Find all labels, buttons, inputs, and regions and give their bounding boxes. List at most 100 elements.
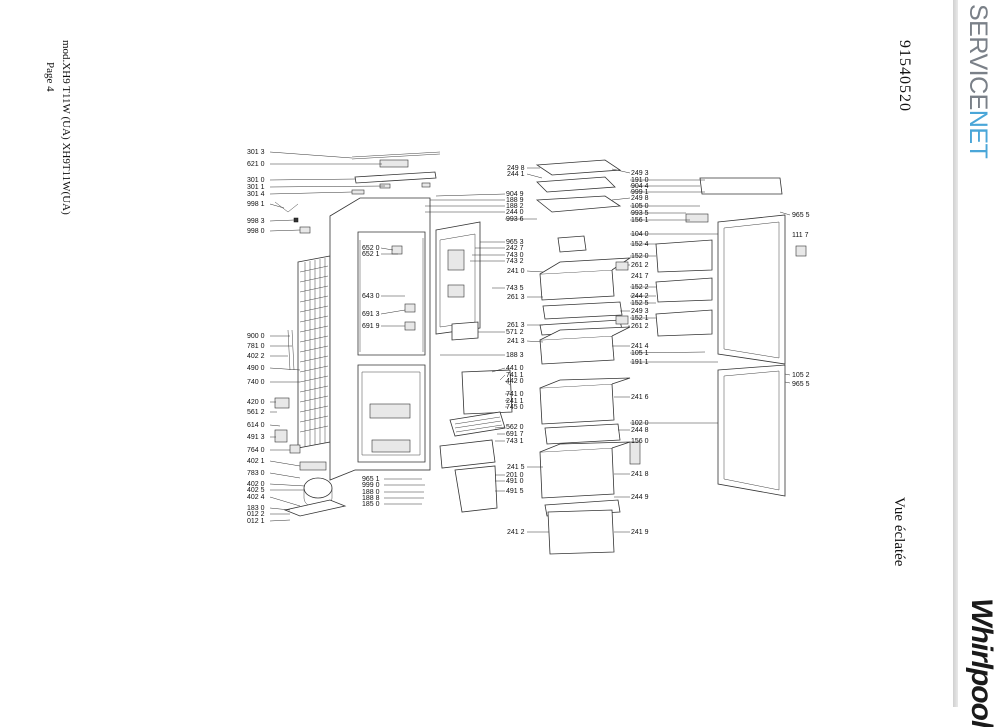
callout-label: 691 9 [362, 323, 380, 330]
callout-label: 152 1 [631, 315, 649, 322]
callout-label: 740 0 [247, 379, 265, 386]
callout-label: 241 1 [506, 398, 524, 405]
callout-label: 301 3 [247, 149, 265, 156]
callout-label: 261 3 [507, 294, 525, 301]
callout-label: 261 2 [631, 323, 649, 330]
callout-label: 741 1 [506, 372, 524, 379]
callout-label: 998 0 [247, 228, 265, 235]
drawing [274, 151, 807, 555]
callout-label: 764 0 [247, 447, 265, 454]
condenser [297, 255, 331, 449]
glass-shelves [535, 159, 632, 365]
callout-label: 191 1 [631, 359, 649, 366]
callout-label: 998 3 [247, 218, 265, 225]
callout-label: 188 3 [506, 352, 524, 359]
callout-label: 442 0 [506, 378, 524, 385]
callout-label: 965 1 [362, 476, 380, 483]
callout-label: 402 5 [247, 487, 265, 494]
callout-label: 241 0 [507, 268, 525, 275]
callout-label: 241 7 [631, 273, 649, 280]
callout-label: 261 3 [507, 322, 525, 329]
callout-label: 993 6 [506, 216, 524, 223]
callout-label: 102 0 [631, 420, 649, 427]
freezer-drawers [539, 377, 631, 555]
callout-label: 105 1 [631, 350, 649, 357]
callout-label: 241 5 [507, 464, 525, 471]
callout-label: 402 2 [247, 353, 265, 360]
callout-label: 691 7 [506, 431, 524, 438]
page-edge-rule [953, 0, 958, 707]
callout-label: 402 0 [247, 481, 265, 488]
callout-label: 156 0 [631, 438, 649, 445]
air-duct-panel [435, 221, 481, 341]
callout-label: 105 0 [631, 203, 649, 210]
callout-label: 420 0 [247, 399, 265, 406]
callout-label: 441 0 [506, 365, 524, 372]
callout-label: 993 5 [631, 210, 649, 217]
callout-label: 301 4 [247, 191, 265, 198]
callout-labels: 301 3 621 0 301 0 301 1 301 4 998 1 998 … [247, 149, 810, 536]
callout-label: 965 5 [792, 212, 810, 219]
callout-label: 904 9 [506, 191, 524, 198]
callout-label: 965 5 [792, 381, 810, 388]
callout-label: 691 3 [362, 311, 380, 318]
evaporator [439, 369, 513, 513]
callout-label: 741 0 [506, 391, 524, 398]
callout-label: 249 3 [631, 308, 649, 315]
callout-label: 244 0 [506, 209, 524, 216]
callout-label: 244 8 [631, 427, 649, 434]
callout-label: 781 0 [247, 343, 265, 350]
callout-label: 241 3 [507, 338, 525, 345]
callout-label: 301 1 [247, 184, 265, 191]
callout-label: 188 0 [362, 489, 380, 496]
callout-label: 152 0 [631, 253, 649, 260]
callout-label: 301 0 [247, 177, 265, 184]
callout-label: 652 0 [362, 245, 380, 252]
callout-label: 241 2 [507, 529, 525, 536]
callout-label: 652 1 [362, 251, 380, 258]
callout-label: 743 2 [506, 258, 524, 265]
callout-label: 156 1 [631, 217, 649, 224]
doors [615, 177, 807, 497]
callout-label: 188 8 [362, 495, 380, 502]
callout-label: 105 2 [792, 372, 810, 379]
callout-label: 491 3 [247, 434, 265, 441]
leader-lines [269, 151, 791, 533]
callout-label: 249 3 [631, 170, 649, 177]
callout-label: 244 2 [631, 293, 649, 300]
callout-label: 152 5 [631, 300, 649, 307]
callout-label: 242 7 [506, 245, 524, 252]
callout-label: 201 0 [506, 472, 524, 479]
callout-label: 745 0 [506, 404, 524, 411]
callout-label: 244 9 [631, 494, 649, 501]
callout-label: 012 2 [247, 511, 265, 518]
callout-label: 965 3 [506, 239, 524, 246]
callout-label: 643 0 [362, 293, 380, 300]
callout-label: 183 0 [247, 505, 265, 512]
callout-label: 402 1 [247, 458, 265, 465]
callout-label: 261 2 [631, 262, 649, 269]
callout-label: 621 0 [247, 161, 265, 168]
exploded-view-diagram: 301 3 621 0 301 0 301 1 301 4 998 1 998 … [247, 149, 810, 555]
callout-label: 743 5 [506, 285, 524, 292]
callout-label: 191 0 [631, 177, 649, 184]
callout-label: 249 8 [631, 195, 649, 202]
callout-label: 241 8 [631, 471, 649, 478]
callout-label: 188 2 [506, 203, 524, 210]
callout-label: 012 1 [247, 518, 265, 525]
callout-label: 152 2 [631, 284, 649, 291]
callout-label: 900 0 [247, 333, 265, 340]
callout-label: 561 2 [247, 409, 265, 416]
callout-label: 152 4 [631, 241, 649, 248]
callout-label: 241 6 [631, 394, 649, 401]
callout-label: 571 2 [506, 329, 524, 336]
callout-label: 783 0 [247, 470, 265, 477]
callout-label: 249 8 [507, 165, 525, 172]
callout-label: 743 0 [506, 252, 524, 259]
compressor [274, 329, 347, 517]
callout-label: 998 1 [247, 201, 265, 208]
callout-label: 188 9 [506, 197, 524, 204]
callout-label: 490 0 [247, 365, 265, 372]
callout-label: 999 0 [362, 482, 380, 489]
callout-label: 562 0 [506, 424, 524, 431]
